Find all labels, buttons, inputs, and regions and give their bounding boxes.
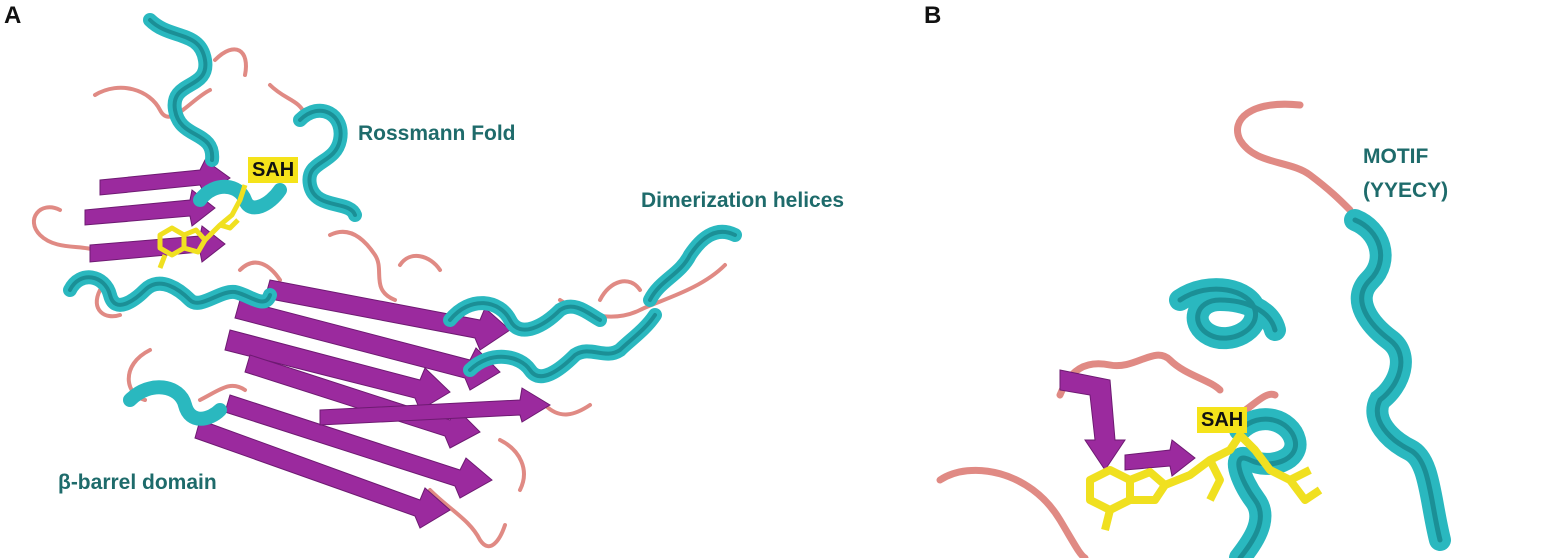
motif-label-line1: MOTIF: [1363, 145, 1429, 168]
panel-a: A SAH Rossmann Fold Dimerization helices…: [4, 2, 845, 549]
beta-barrel-domain-label: β-barrel domain: [58, 471, 217, 494]
sah-ligand-b: [1086, 431, 1323, 531]
loops-b: [936, 100, 1354, 558]
helices-b: [1169, 209, 1451, 558]
loops-a: [32, 47, 727, 549]
sah-tag-b: SAH: [1197, 407, 1248, 433]
beta-strands-a: [84, 159, 551, 529]
sah-tag-a: SAH: [248, 157, 299, 183]
dimerization-helices-label: Dimerization helices: [641, 189, 845, 212]
protein-structure-a: [32, 13, 742, 549]
motif-label-line2: (YYECY): [1363, 179, 1449, 202]
beta-strands-b: [1059, 369, 1196, 477]
panel-label-a: A: [4, 2, 22, 29]
protein-structure-b: [936, 100, 1451, 558]
helices-a: [63, 13, 742, 426]
panel-b: B SAH MOTIF (YYECY): [910, 0, 1559, 558]
rossmann-fold-label: Rossmann Fold: [358, 122, 516, 145]
sah-ligand-a: [157, 184, 248, 269]
panel-label-b: B: [924, 2, 942, 29]
